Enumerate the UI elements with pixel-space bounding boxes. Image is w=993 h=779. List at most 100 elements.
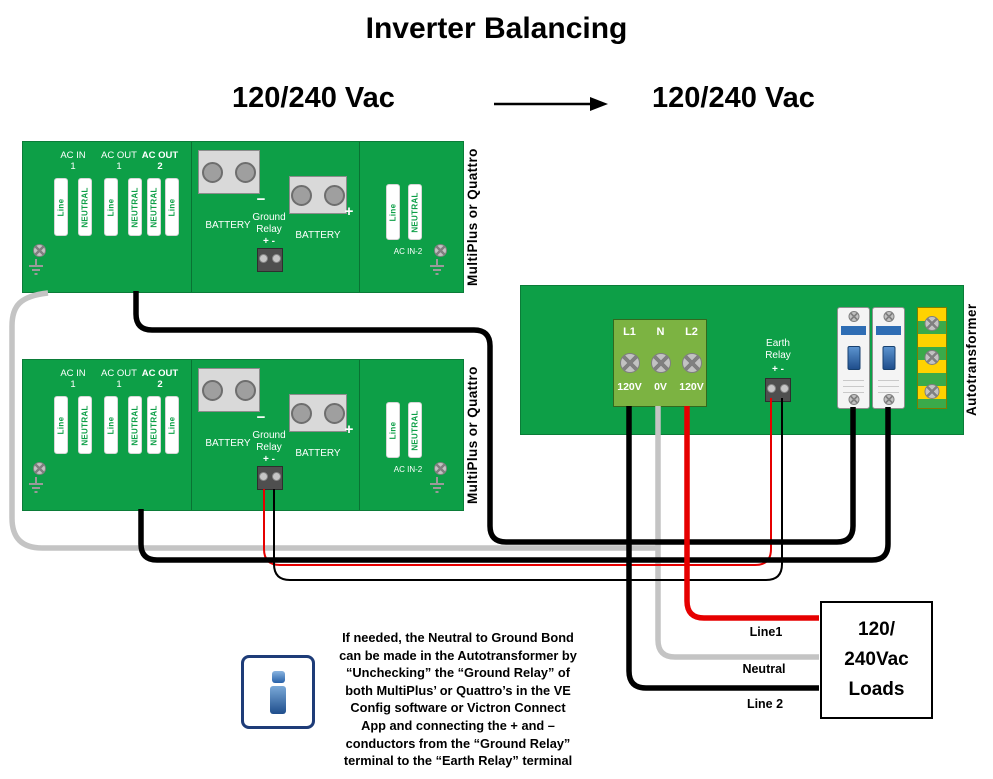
ac-in2-fuse: NEUTRAL bbox=[408, 402, 422, 458]
terminal-screw bbox=[780, 384, 789, 393]
wire-neutral-to-loads bbox=[655, 406, 819, 660]
battery-stud bbox=[324, 184, 345, 206]
wire-l2-to-loads bbox=[684, 406, 819, 621]
ground-relay-polarity: + - bbox=[263, 454, 275, 465]
wire-label-line2: Line 2 bbox=[746, 697, 784, 711]
terminal-screw bbox=[924, 316, 940, 331]
voltage-label-right: 120/240 Vac bbox=[652, 82, 815, 114]
circuit-breaker-2 bbox=[872, 307, 905, 409]
ground-relay-polarity: + - bbox=[263, 236, 275, 247]
battery-minus-label: − bbox=[256, 409, 266, 426]
fuse-terminal: NEUTRAL bbox=[128, 178, 142, 236]
terminal-screw bbox=[883, 311, 894, 322]
chassis-ground-screw bbox=[33, 462, 46, 475]
flow-arrow-head bbox=[590, 97, 608, 111]
voltage-label-left: 120/240 Vac bbox=[232, 82, 395, 114]
breaker-marking bbox=[841, 326, 866, 335]
chassis-ground-screw bbox=[434, 244, 447, 257]
ground-bond-note: If needed, the Neutral to Ground Bond ca… bbox=[339, 630, 577, 769]
ac-in2-fuse: NEUTRAL bbox=[408, 184, 422, 240]
breaker-marking bbox=[876, 326, 901, 335]
ground-relay-terminal bbox=[257, 248, 283, 272]
battery-2-label: BATTERY bbox=[295, 230, 341, 241]
loads-box: 120/ 240Vac Loads bbox=[820, 601, 933, 719]
fuse-terminal: NEUTRAL bbox=[147, 396, 161, 454]
ground-symbol-icon bbox=[29, 259, 43, 275]
fuse-terminal: NEUTRAL bbox=[128, 396, 142, 454]
inverter-1-device-label: MultiPlus or Quattro bbox=[465, 148, 480, 286]
battery-stud bbox=[202, 161, 223, 183]
fuse-terminal: Line bbox=[54, 396, 68, 454]
battery-terminal-block-2 bbox=[289, 176, 347, 214]
loads-line-1: 120/ bbox=[858, 619, 895, 640]
panel-divider bbox=[191, 142, 192, 292]
fuse-terminal: Line bbox=[104, 178, 118, 236]
circuit-breaker-1 bbox=[837, 307, 870, 409]
fuse-terminal: Line bbox=[104, 396, 118, 454]
ground-symbol-icon bbox=[430, 259, 444, 275]
earth-relay-terminal bbox=[765, 378, 791, 402]
loads-line-3: Loads bbox=[848, 679, 905, 700]
breaker-toggle bbox=[847, 346, 860, 370]
battery-stud bbox=[235, 379, 256, 401]
battery-stud bbox=[291, 184, 312, 206]
fuse-terminal: NEUTRAL bbox=[78, 178, 92, 236]
fuse-terminal: Line bbox=[54, 178, 68, 236]
terminal-screw bbox=[924, 384, 940, 399]
fuse-terminal: NEUTRAL bbox=[147, 178, 161, 236]
diagram-title: Inverter Balancing bbox=[365, 12, 628, 45]
chassis-ground-screw bbox=[33, 244, 46, 257]
ac-in2-fuse: Line bbox=[386, 184, 400, 240]
terminal-L1: L1 120V bbox=[617, 326, 642, 393]
terminal-L2: L2 120V bbox=[679, 326, 704, 393]
chassis-ground-screw bbox=[434, 462, 447, 475]
battery-2-label: BATTERY bbox=[295, 448, 341, 459]
ac-in2-fuse: Line bbox=[386, 402, 400, 458]
info-icon bbox=[241, 655, 315, 729]
ground-symbol-icon bbox=[29, 477, 43, 493]
terminal-screw bbox=[848, 311, 859, 322]
terminal-screw bbox=[883, 394, 894, 405]
ac-in2-label: AC IN-2 bbox=[393, 465, 423, 474]
info-icon-body bbox=[270, 685, 286, 714]
ground-symbol-icon bbox=[430, 477, 444, 493]
earth-relay-polarity: + - bbox=[772, 364, 784, 375]
wire-label-line1: Line1 bbox=[749, 625, 783, 639]
terminal-screw bbox=[272, 472, 281, 481]
ground-relay-terminal bbox=[257, 466, 283, 490]
terminal-screw bbox=[272, 254, 281, 263]
breaker-toggle bbox=[882, 346, 895, 370]
panel-divider bbox=[191, 360, 192, 510]
terminal-screw bbox=[767, 384, 776, 393]
battery-stud bbox=[235, 161, 256, 183]
fuse-terminal: Line bbox=[165, 178, 179, 236]
panel-divider bbox=[359, 360, 360, 510]
wire-l1-to-loads bbox=[626, 406, 819, 691]
wire-label-neutral: Neutral bbox=[742, 662, 786, 676]
terminal-screw bbox=[848, 394, 859, 405]
fuse-terminal: NEUTRAL bbox=[78, 396, 92, 454]
terminal-screw bbox=[681, 353, 702, 373]
earth-terminal-bar bbox=[917, 307, 947, 409]
battery-terminal-block-1 bbox=[198, 150, 260, 194]
battery-1-label: BATTERY bbox=[205, 220, 251, 231]
terminal-screw bbox=[650, 353, 671, 373]
ac-in2-label: AC IN-2 bbox=[393, 247, 423, 256]
autotransformer-device-label: Autotransformer bbox=[964, 303, 979, 417]
battery-minus-label: − bbox=[256, 191, 266, 208]
battery-terminal-block-1 bbox=[198, 368, 260, 412]
info-icon-dot bbox=[271, 670, 285, 683]
terminal-screw bbox=[619, 353, 640, 373]
